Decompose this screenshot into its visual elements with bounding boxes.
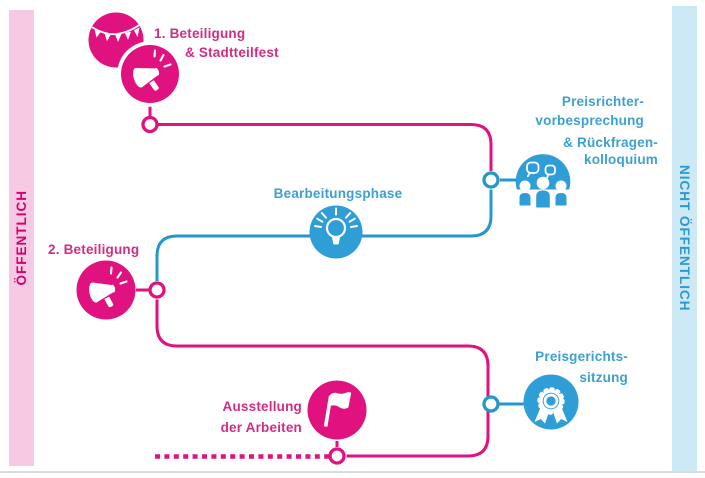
flag-icon [307,380,367,440]
jury-briefing-label-line4: kolloquium [584,152,658,167]
connector-node-step1 [141,115,159,134]
lightbulb-icon [309,205,363,259]
jury-briefing-label: Preisrichter- vorbesprechung [535,92,644,130]
non-public-phase-label: NICHT ÖFFENTLICH [677,165,692,312]
people-discussion-icon [515,154,571,208]
exhibition-label-line2: der Arbeiten [220,420,302,435]
step1-label: 1. Beteiligung & Stadtteilfest [154,24,279,62]
flow-line-step1-to-briefing [158,123,493,171]
jury-session-label-line1: Preisgerichts- [535,349,628,364]
flow-line-step2-to-session [155,299,490,458]
working-phase-label: Bearbeitungsphase [273,186,403,201]
connector-node-exhibition [328,447,346,465]
connector-node-briefing [482,171,500,189]
jury-briefing-label-line2: vorbesprechung [535,113,644,128]
non-public-phase-bar: NICHT ÖFFENTLICH [672,6,697,471]
step2-label: 2. Beteiligung [48,242,140,257]
bottom-edge-shadow [0,471,705,473]
step1-label-line1: 1. Beteiligung [154,26,246,41]
medal-icon [523,374,579,430]
jury-session-label: Preisgerichts- sitzung [535,346,628,388]
jury-session-label-line2: sitzung [579,370,628,385]
connector-node-session [482,395,500,413]
jury-briefing-label-2: & Rückfragen- kolloquium [563,134,658,168]
step1-label-line2: & Stadtteilfest [185,45,279,60]
jury-briefing-label-line1: Preisrichter- [561,94,644,109]
exhibition-label: Ausstellung der Arbeiten [221,396,302,438]
connector-node-step2 [148,281,166,299]
jury-briefing-label-line3: & Rückfragen- [563,135,658,150]
exhibition-label-line1: Ausstellung [222,399,302,414]
megaphone-icon [117,41,183,107]
public-phase-bar: ÖFFENTLICH [9,10,34,466]
megaphone-icon-2 [76,260,136,320]
